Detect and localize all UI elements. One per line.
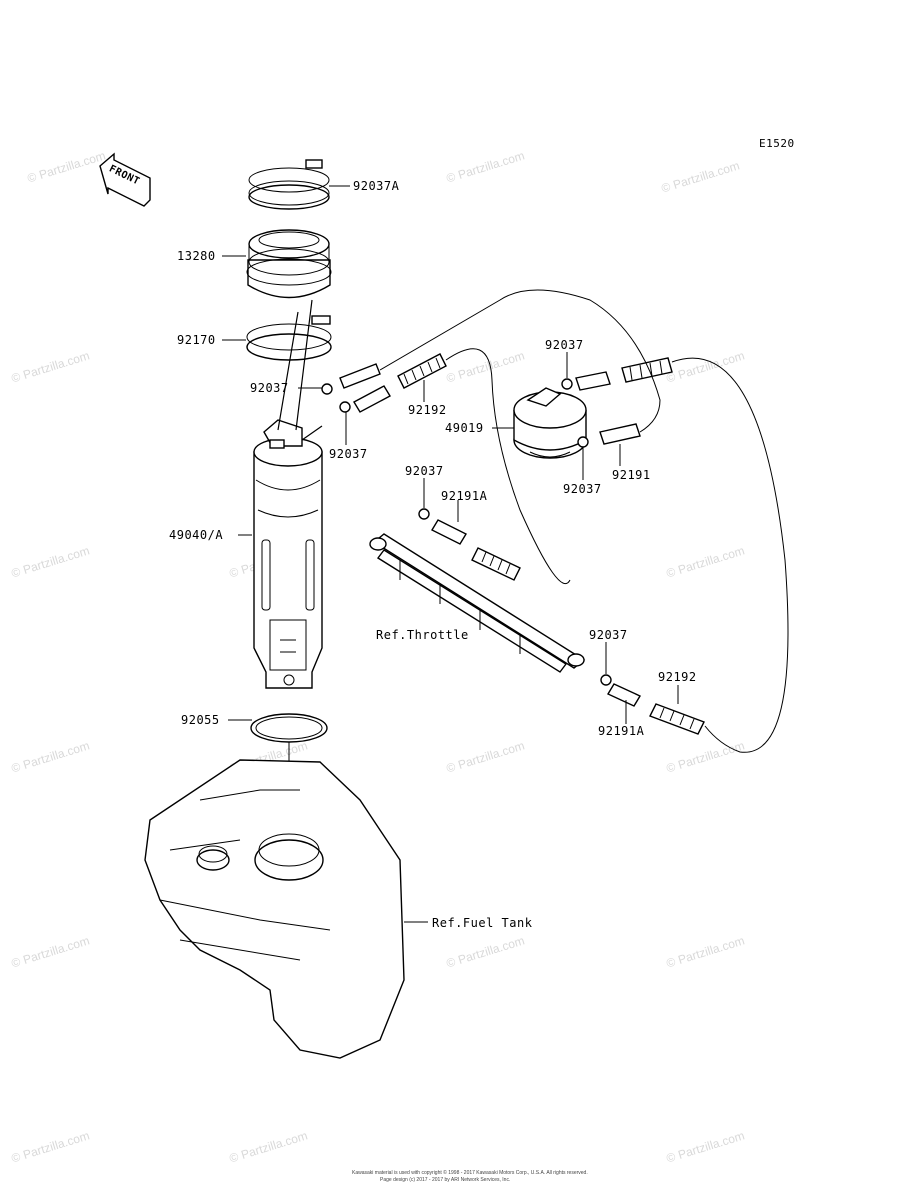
part-label-92037[interactable]: 92037 bbox=[250, 381, 289, 395]
fuel-line bbox=[671, 357, 789, 753]
ref-throttle-label[interactable]: Ref.Throttle bbox=[376, 628, 469, 642]
fitting-92037 bbox=[321, 383, 351, 413]
part-label-92191a[interactable]: 92191A bbox=[441, 489, 488, 503]
part-label-92037[interactable]: 92037 bbox=[545, 338, 584, 352]
fuel-pump-49040a bbox=[253, 299, 323, 689]
clamp-92037a bbox=[248, 159, 330, 210]
fuel-rail bbox=[369, 533, 586, 673]
part-label-92191a[interactable]: 92191A bbox=[598, 724, 645, 738]
hose-92192 bbox=[339, 353, 447, 413]
fuel-tank bbox=[144, 759, 405, 1059]
page-design-line: Page design (c) 2017 - 2017 by ARI Netwo… bbox=[380, 1177, 511, 1183]
part-label-92055[interactable]: 92055 bbox=[181, 713, 220, 727]
part-label-49040a[interactable]: 49040/A bbox=[169, 528, 224, 542]
part-label-92037[interactable]: 92037 bbox=[329, 447, 368, 461]
clamp-92170 bbox=[246, 315, 332, 361]
leader-lines bbox=[222, 185, 679, 923]
fuel-line bbox=[445, 348, 571, 585]
part-label-92191[interactable]: 92191 bbox=[612, 468, 651, 482]
part-label-92170[interactable]: 92170 bbox=[177, 333, 216, 347]
hose-assembly-right bbox=[561, 357, 673, 448]
front-arrow-icon bbox=[99, 152, 151, 207]
part-label-92192[interactable]: 92192 bbox=[658, 670, 697, 684]
part-label-92037a[interactable]: 92037A bbox=[353, 179, 400, 193]
part-label-49019[interactable]: 49019 bbox=[445, 421, 484, 435]
part-label-92037[interactable]: 92037 bbox=[589, 628, 628, 642]
copyright-line: Kawasaki material is used with copyright… bbox=[352, 1170, 588, 1176]
part-label-92037[interactable]: 92037 bbox=[405, 464, 444, 478]
regulator-49019 bbox=[513, 387, 587, 459]
part-label-92037[interactable]: 92037 bbox=[563, 482, 602, 496]
diagram-code: E1520 bbox=[759, 137, 795, 150]
o-ring-92055 bbox=[250, 713, 328, 743]
part-label-92192[interactable]: 92192 bbox=[408, 403, 447, 417]
part-label-13280[interactable]: 13280 bbox=[177, 249, 216, 263]
ref-fuel-tank-label[interactable]: Ref.Fuel Tank bbox=[432, 916, 533, 930]
fuel-line bbox=[379, 289, 661, 433]
hose-assembly-rail bbox=[418, 508, 705, 735]
boot-13280 bbox=[246, 229, 332, 299]
